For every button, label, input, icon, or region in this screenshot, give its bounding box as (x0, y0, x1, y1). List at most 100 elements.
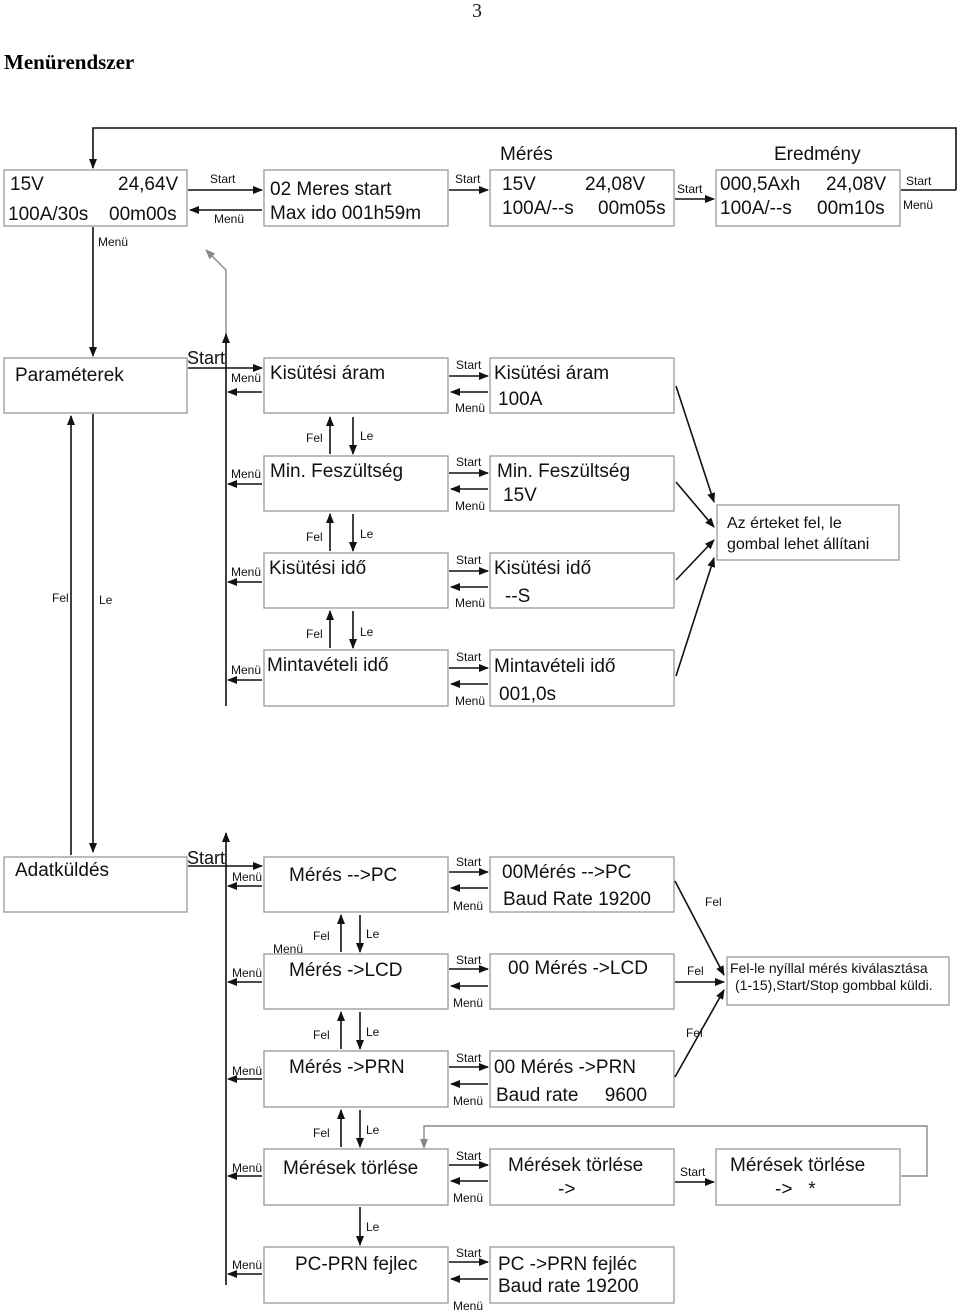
menu-label: Menü (455, 499, 485, 513)
menu-label: Menü (455, 401, 485, 415)
menu-label: Menü (455, 596, 485, 610)
le-label: Le (360, 429, 374, 443)
param-item-label: Kisütési idő (269, 558, 366, 579)
send-value-line1: Mérések törlése (508, 1155, 643, 1176)
menu-label: Menü (98, 235, 128, 249)
fel-label: Fel (313, 1028, 330, 1042)
menu-label: Menü (232, 966, 262, 980)
start-label: Start (456, 553, 482, 567)
meres-line1-right: 24,08V (585, 174, 646, 195)
param-item-min-feszultseg (263, 455, 449, 512)
send-value-line2: Baud Rate 19200 (503, 889, 651, 910)
param-value-title: Mintavételi idő (494, 656, 615, 677)
main-display-box (3, 169, 188, 227)
menu-label: Menü (453, 899, 483, 913)
param-item-label: Min. Feszültség (270, 461, 403, 482)
send-value-pc-prn-fejlec (489, 1246, 675, 1304)
send-value-line2: Baud rate 19200 (498, 1276, 639, 1297)
meres-box (489, 169, 675, 227)
send-value-line1: 00Mérés -->PC (502, 862, 631, 883)
le-label: Le (360, 625, 374, 639)
start-label: Start (456, 358, 482, 372)
start-label: Start (456, 650, 482, 664)
param-item-label: Mintavételi idő (267, 655, 388, 676)
start-label: Start (187, 348, 225, 368)
menu-label: Menü (231, 565, 261, 579)
menu-label: Menü (231, 371, 261, 385)
parameters-box (3, 357, 188, 414)
fel-label: Fel (686, 1026, 703, 1040)
start-label: Start (187, 848, 225, 868)
menu-label: Menü (453, 1094, 483, 1108)
meres-start-line1: 02 Meres start (270, 179, 392, 200)
le-label: Le (99, 593, 113, 607)
param-value-kisutesi-ido (489, 552, 675, 609)
send-value-meres-pc (489, 856, 675, 913)
main-line2-right: 00m00s (109, 204, 177, 225)
start-label: Start (456, 1051, 482, 1065)
main-line1-left: 15V (10, 174, 44, 195)
le-label: Le (366, 1123, 380, 1137)
delete-confirm-box (715, 1148, 901, 1206)
page-title: Menürendszer (4, 50, 135, 74)
le-label: Le (366, 927, 380, 941)
parameters-section: Paraméterek Start Fel Le Kisütési áram M… (3, 333, 900, 855)
data-send-note-line1: Fel-le nyíllal mérés kiválasztása (730, 960, 928, 976)
send-item-label: Mérés -->PC (289, 865, 397, 886)
start-label: Start (456, 1246, 482, 1260)
data-send-title: Adatküldés (15, 860, 109, 881)
param-item-mintaveteli-ido (263, 649, 449, 707)
menu-label: Menü (232, 870, 262, 884)
data-send-note-line2: (1-15),Start/Stop gombbal küldi. (735, 977, 933, 993)
fel-label: Fel (306, 530, 323, 544)
menu-label: Menü (231, 467, 261, 481)
parameters-note-box (716, 504, 900, 561)
main-line2-left: 100A/30s (8, 204, 88, 225)
parameters-note-line2: gombal lehet állítani (727, 536, 869, 553)
start-label: Start (210, 172, 236, 186)
meres-heading: Mérés (500, 144, 553, 165)
param-value: 100A (498, 389, 543, 410)
send-value-meres-prn (489, 1050, 675, 1108)
meres-line2-left: 100A/--s (502, 198, 574, 219)
param-value-title: Kisütési áram (494, 363, 609, 384)
param-item-kisutesi-ido (263, 552, 449, 609)
eredmeny-box (715, 169, 901, 227)
param-value-title: Kisütési idő (494, 558, 591, 579)
send-item-meres-pc (263, 856, 449, 913)
parameters-note-line1: Az érteket fel, le (727, 515, 842, 532)
fel-label: Fel (306, 431, 323, 445)
menu-label: Menü (455, 694, 485, 708)
eredmeny-line1-left: 000,5Axh (720, 174, 800, 195)
send-value-line2: Baud rate 9600 (496, 1085, 647, 1106)
start-label: Start (456, 855, 482, 869)
send-value-line1: 00 Mérés ->PRN (494, 1057, 636, 1078)
fel-label: Fel (687, 964, 704, 978)
send-value-meres-lcd (489, 953, 675, 1010)
main-line1-right: 24,64V (118, 174, 179, 195)
data-send-note-box (726, 956, 950, 1006)
param-item-kisutesi-aram (263, 357, 449, 414)
send-item-label: Mérés ->LCD (289, 960, 403, 981)
menu-label: Menü (903, 198, 933, 212)
data-send-box (3, 856, 188, 913)
menu-label: Menü (214, 212, 244, 226)
le-label: Le (366, 1220, 380, 1234)
le-label: Le (366, 1025, 380, 1039)
meres-line1-left: 15V (502, 174, 536, 195)
start-label: Start (680, 1165, 706, 1179)
send-item-meresek-torlese (263, 1148, 449, 1206)
send-value-meresek-torlese (489, 1148, 675, 1206)
menu-label: Menü (232, 1064, 262, 1078)
top-row: 15V 24,64V 100A/30s 00m00s 02 Meres star… (3, 127, 957, 357)
fel-label: Fel (52, 591, 69, 605)
eredmeny-heading: Eredmény (774, 144, 861, 165)
eredmeny-line2-right: 00m10s (817, 198, 885, 219)
param-value: 15V (503, 485, 537, 506)
param-value-title: Min. Feszültség (497, 461, 630, 482)
data-send-section: Adatküldés Start PC --> Mérés -->PC Menü… (3, 832, 950, 1312)
send-item-meres-lcd (263, 953, 449, 1010)
send-item-label: Mérés ->PRN (289, 1057, 405, 1078)
param-value-min-feszultseg (489, 455, 675, 512)
